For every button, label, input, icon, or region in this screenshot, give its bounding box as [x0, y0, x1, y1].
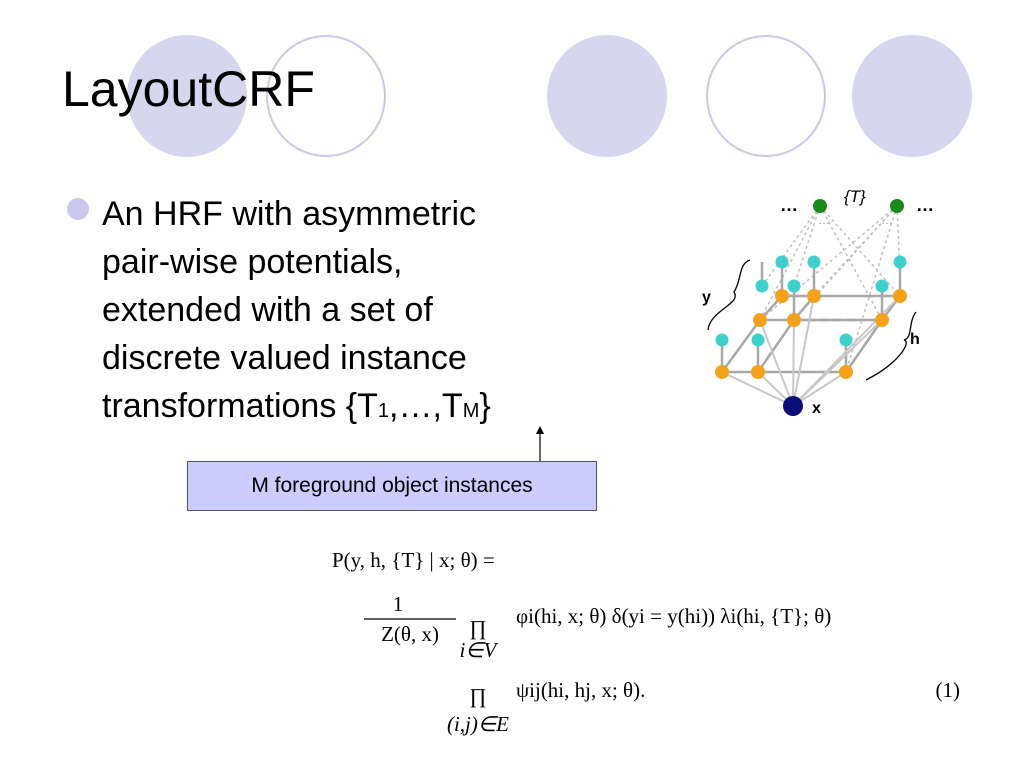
observed-node — [783, 396, 803, 416]
hrf-diagram: … … {T} … … y h x — [702, 187, 934, 417]
bullet-line-last: transformations {T1,…,TM} — [102, 382, 572, 435]
equation-line-3: ψij(hi, hj, x; θ). — [516, 678, 645, 702]
slide-title: LayoutCRF — [62, 61, 315, 117]
product-subscript-2: (i,j)∈E — [447, 712, 509, 736]
y-label: y — [702, 289, 711, 306]
transform-node — [890, 199, 904, 213]
ellipsis-small: … — [818, 213, 830, 227]
ellipsis-left: … — [780, 195, 798, 215]
label-nodes — [715, 255, 907, 347]
equation: P(y, h, {T} | x; θ) = 1 Z(θ, x) ∏ i∈V φi… — [332, 548, 961, 736]
ellipsis-right: … — [916, 195, 934, 215]
x-label: x — [812, 400, 821, 417]
bullet-line: An HRF with asymmetric — [102, 195, 477, 233]
observation-arrows — [721, 295, 901, 407]
product-symbol-1: ∏ — [469, 616, 486, 640]
equation-line-1: P(y, h, {T} | x; θ) = — [332, 548, 495, 572]
fraction-numerator: 1 — [393, 592, 404, 616]
decorative-circle-2 — [547, 35, 667, 157]
bullet-text: An HRF with asymmetric pair-wise potenti… — [102, 190, 572, 435]
bullet-text-part: ,…,T — [389, 387, 463, 425]
product-subscript-1: i∈V — [460, 638, 499, 662]
bullet-text-part: transformations {T — [102, 387, 378, 425]
bullet-line: discrete valued instance — [102, 339, 467, 377]
decorative-circle-3 — [852, 35, 972, 157]
equation-line-2: φi(hi, x; θ) δ(yi = y(hi)) λi(hi, {T}; θ… — [516, 604, 831, 628]
decorative-ring-2 — [706, 35, 826, 157]
decorative-circle-1 — [127, 35, 247, 157]
h-brace — [865, 311, 917, 381]
transform-node — [813, 199, 827, 213]
fraction-denominator: Z(θ, x) — [381, 622, 439, 646]
equation-number: (1) — [936, 678, 961, 702]
h-label: h — [910, 331, 920, 348]
product-symbol-2: ∏ — [469, 684, 486, 708]
y-brace — [707, 259, 751, 331]
bullet-text-part: } — [479, 387, 491, 425]
bullet-marker — [67, 198, 89, 220]
bullet-line: extended with a set of — [102, 291, 433, 329]
subscript-last: M — [462, 400, 480, 422]
ellipsis-small: … — [881, 213, 893, 227]
callout-box: M foreground object instances — [187, 461, 597, 511]
hidden-nodes — [715, 289, 907, 379]
callout-arrow — [536, 426, 544, 461]
transform-set-label: {T} — [844, 187, 866, 206]
subscript-first: 1 — [377, 400, 390, 422]
bullet-line: pair-wise potentials, — [102, 243, 403, 281]
decorative-ring-1 — [266, 35, 386, 157]
